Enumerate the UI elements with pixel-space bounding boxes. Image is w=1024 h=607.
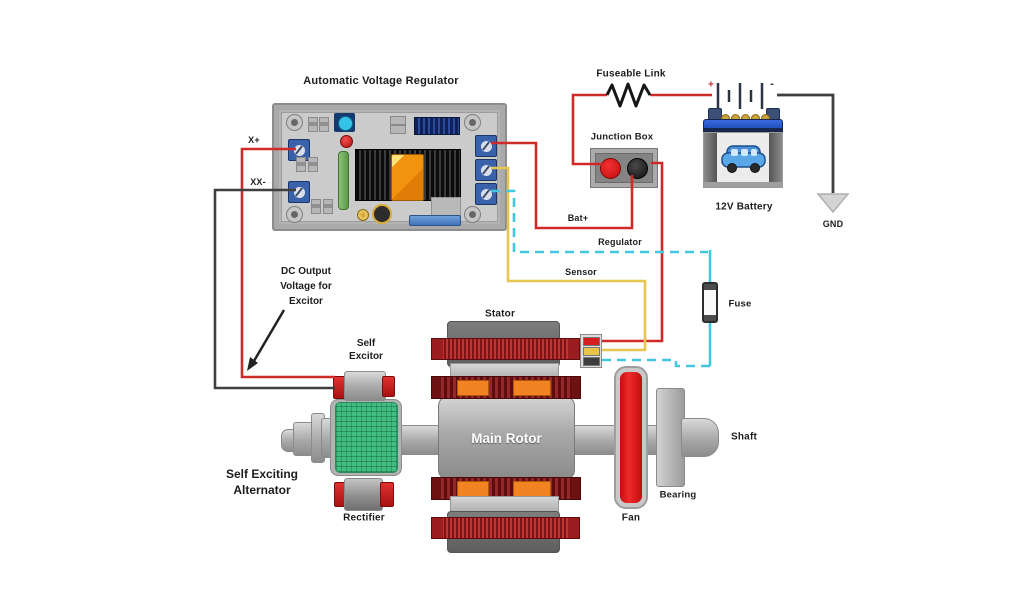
fuse-cap (704, 284, 716, 290)
ic-chip (414, 117, 460, 135)
fan (614, 366, 648, 509)
capacitor-icon (334, 113, 355, 132)
ground-icon (816, 193, 850, 214)
smd-component (308, 157, 318, 172)
screw-icon (286, 206, 303, 223)
avr-board (272, 103, 507, 231)
label-junction-box: Junction Box (590, 131, 654, 143)
avr-terminal-bat (475, 135, 497, 157)
label-bearing: Bearing (659, 489, 697, 501)
stator-terminal-block (580, 334, 602, 368)
self-excitor-body (344, 371, 386, 401)
label-self-excitor-line2: Excitor (349, 351, 383, 362)
terminal-pin-red (583, 337, 600, 346)
bearing (656, 388, 685, 487)
stator-winding-bottom (431, 517, 580, 539)
excitor-winding-green (335, 402, 398, 473)
battery-bottom-band (704, 182, 782, 187)
junction-box (590, 148, 658, 188)
label-gnd: GND (822, 219, 844, 229)
junction-post-negative (627, 158, 648, 179)
label-battery: 12V Battery (715, 201, 773, 213)
avr-terminal-sensor (475, 159, 497, 181)
label-shaft: Shaft (731, 431, 757, 443)
fuse (702, 282, 718, 323)
label-regulator: Regulator (598, 237, 642, 247)
label-alternator-line1: Self Exciting (225, 467, 299, 481)
battery-cells-icon (716, 83, 764, 109)
rotor-pole-pad (513, 380, 551, 396)
wire-junction-to-stator (600, 161, 664, 343)
terminal-pin-yellow (583, 347, 600, 356)
label-x-plus: X+ (248, 135, 260, 145)
annotation-arrow-icon (247, 309, 286, 371)
fan-blades (620, 372, 642, 503)
avr-title: Automatic Voltage Regulator (303, 75, 459, 87)
battery-side (769, 133, 782, 187)
smd-component (390, 116, 406, 125)
rotor-pole-pad (513, 481, 551, 497)
smd-component (390, 125, 406, 134)
battery-side (704, 133, 717, 187)
label-dc-output: DC Output Voltage for Excitor (280, 264, 331, 309)
smd-component (319, 117, 329, 132)
wire-battery-to-ground (777, 93, 835, 193)
avr-terminal-regulator (475, 183, 497, 205)
battery-plus-sign: + (707, 79, 715, 91)
led-icon (340, 135, 353, 148)
label-fuseable-link: Fuseable Link (596, 68, 666, 80)
label-sensor: Sensor (565, 267, 597, 277)
label-fan: Fan (621, 512, 641, 524)
round-component-icon (372, 204, 392, 224)
shaft-end-right (681, 418, 719, 457)
fuse-cap (704, 315, 716, 321)
car-icon (721, 145, 766, 173)
junction-post-positive (600, 158, 621, 179)
rotor-pole-pad (457, 481, 489, 497)
label-self-excitor-line1: Self (356, 338, 376, 349)
screw-icon (464, 206, 481, 223)
round-component-icon (357, 209, 369, 221)
wire-regulator-dashed-bottom (601, 358, 710, 368)
smd-component (323, 199, 333, 214)
screw-icon (464, 114, 481, 131)
label-self-exciting-alternator: Self Exciting Alternator (226, 466, 298, 498)
resistor-zigzag-icon (605, 82, 652, 108)
screw-icon (286, 114, 303, 131)
label-stator: Stator (484, 308, 516, 320)
stator-winding-top (431, 338, 580, 360)
rotor-winding-top (431, 376, 581, 399)
capacitor-top (338, 116, 353, 131)
label-dc-output-line3: Excitor (289, 296, 323, 307)
resistor-component (338, 151, 349, 210)
transformer (391, 154, 424, 201)
rotor-pole-pad (457, 380, 489, 396)
label-xx-minus: XX- (250, 177, 266, 187)
battery-body (703, 132, 783, 188)
label-alternator-line2: Alternator (233, 483, 291, 497)
blue-connector-bar (409, 215, 461, 226)
label-dc-output-line2: Voltage for (280, 281, 332, 292)
label-bat-plus: Bat+ (567, 213, 589, 223)
battery-minus-sign: - (770, 78, 774, 90)
smd-component (308, 117, 318, 132)
battery-top-band (703, 119, 783, 132)
main-rotor-label: Main Rotor (471, 430, 542, 446)
rectifier-cap (380, 482, 394, 507)
label-self-excitor: Self Excitor (349, 337, 383, 363)
terminal-pin-black (583, 357, 600, 366)
label-rectifier: Rectifier (343, 512, 385, 524)
battery (703, 108, 783, 188)
main-rotor: Main Rotor (438, 396, 575, 480)
smd-component (296, 157, 306, 172)
self-excitor-cap (382, 376, 395, 397)
label-dc-output-line1: DC Output (280, 266, 331, 277)
rectifier-body (344, 478, 383, 511)
label-fuse: Fuse (728, 298, 752, 310)
avr-terminal-xx-minus (288, 181, 310, 203)
smd-component (311, 199, 321, 214)
